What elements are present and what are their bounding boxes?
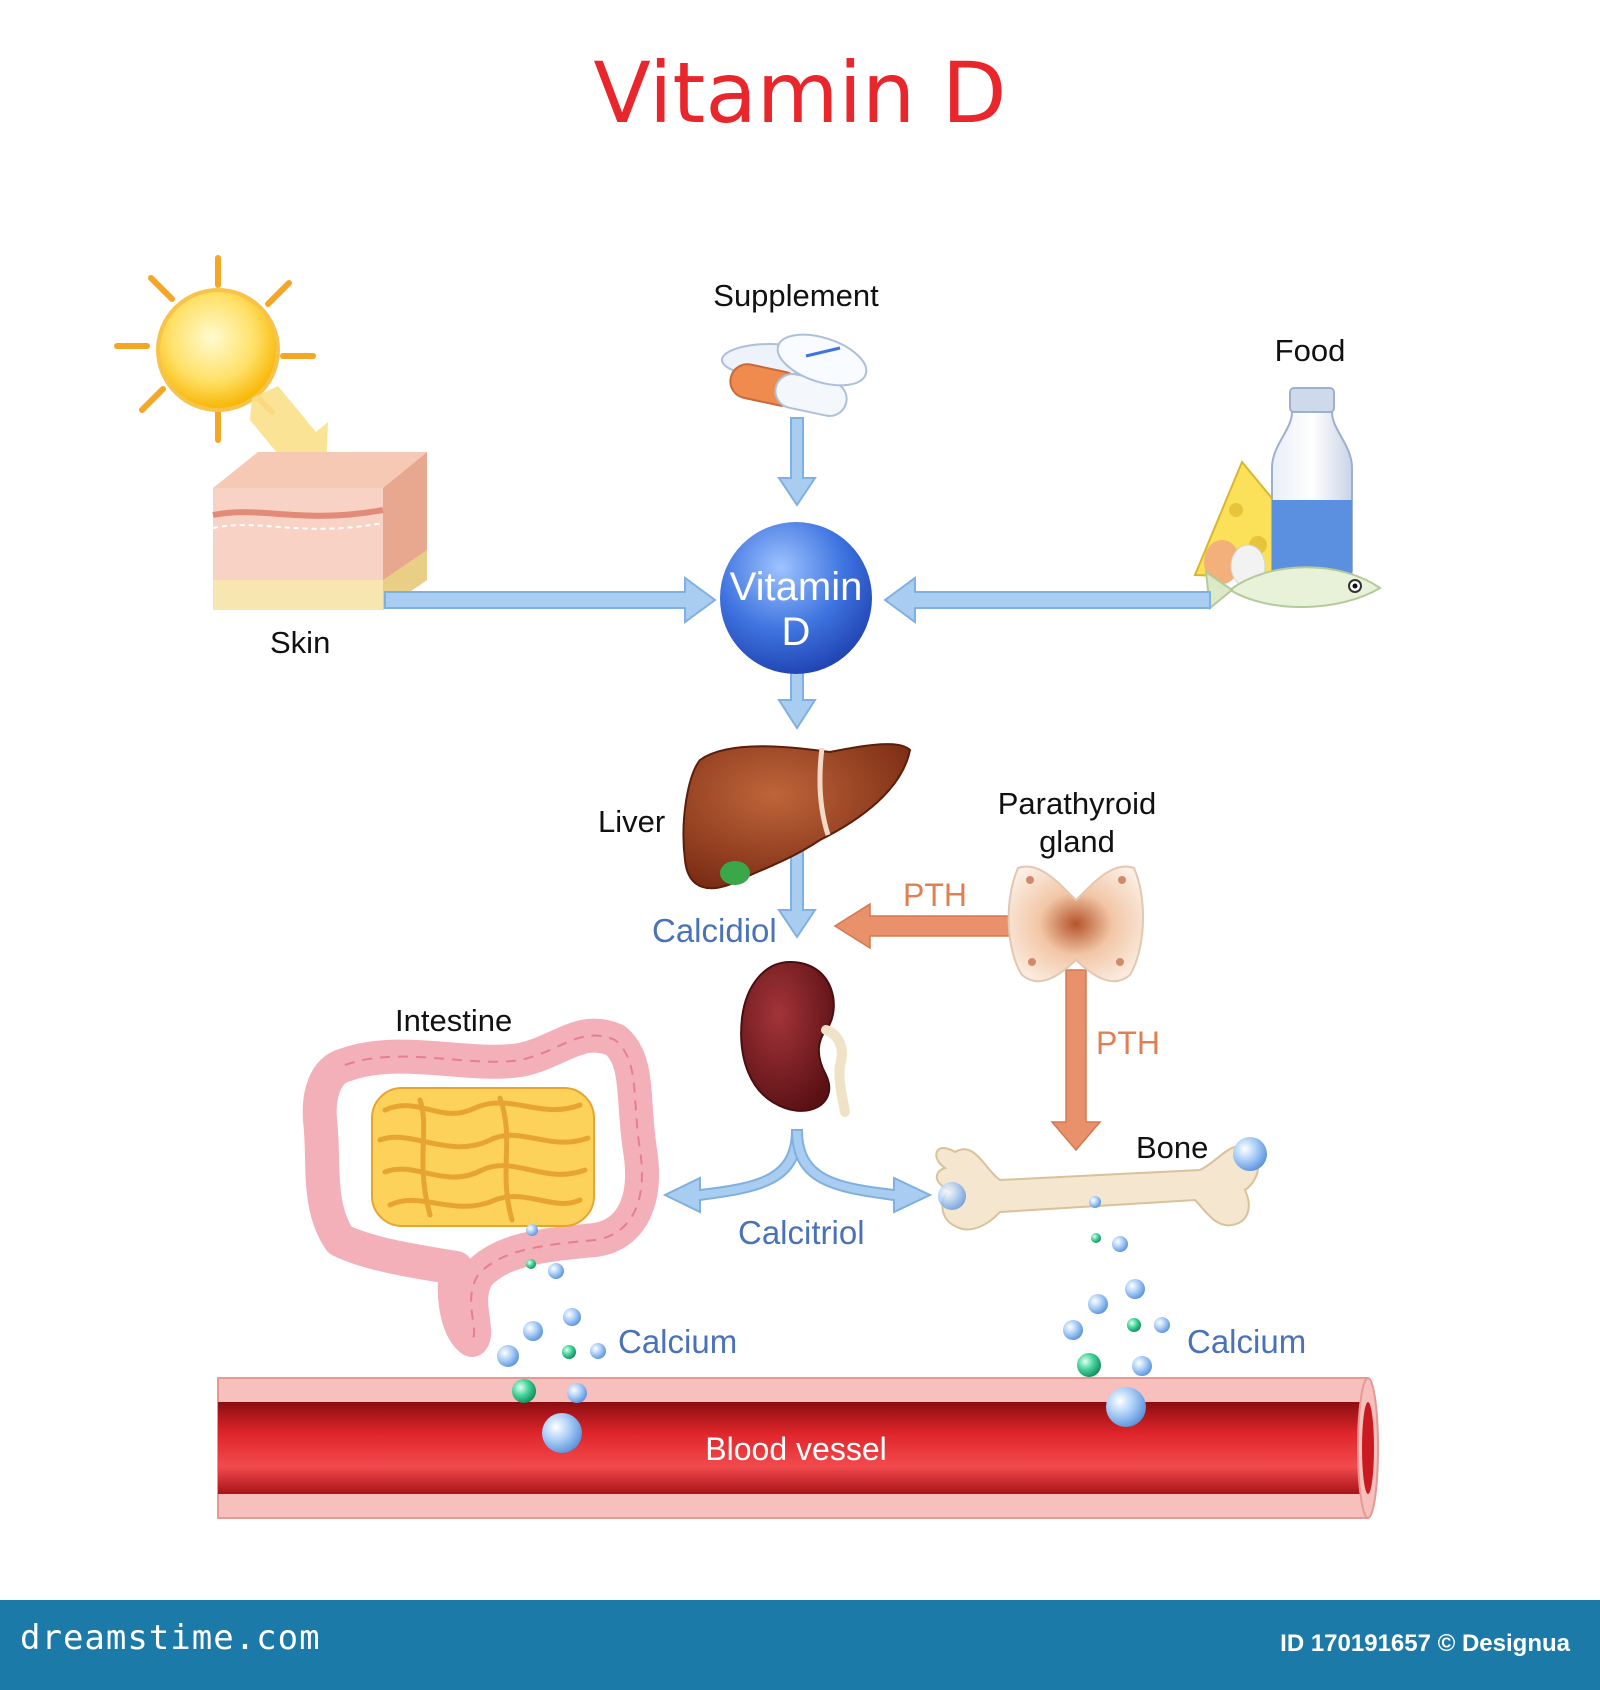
vitamin-d-node: Vitamin D — [720, 522, 872, 674]
calcitriol-label: Calcitriol — [738, 1214, 865, 1251]
bone-illustration — [935, 1137, 1267, 1231]
flow-arrows — [384, 417, 1211, 1214]
vitamin-d-node-label-line2: D — [782, 610, 811, 654]
calcidiol-label: Calcidiol — [652, 912, 777, 949]
vitamin-d-diagram: Vitamin D Skin Supplement — [114, 44, 1382, 1519]
liver-label: Liver — [598, 804, 665, 839]
arrow-vitamin-d-to-liver — [777, 671, 817, 730]
arrow-kidney-to-bone — [790, 1129, 933, 1214]
blood-vessel: Blood vessel — [217, 1377, 1379, 1519]
calcium-label-right: Calcium — [1187, 1323, 1306, 1360]
supplement-pills-icon — [721, 333, 868, 417]
brand-watermark: dreamstime.com — [20, 1618, 321, 1658]
parathyroid-label-line1: Parathyroid — [998, 786, 1157, 821]
liver-illustration — [682, 743, 912, 890]
skin-illustration — [212, 452, 427, 610]
arrow-skin-to-vitamin-d — [384, 576, 717, 624]
vitamin-d-node-label-line1: Vitamin — [730, 565, 863, 609]
food-illustration — [1193, 387, 1382, 610]
arrow-kidney-to-intestine — [662, 1129, 804, 1214]
supplement-label: Supplement — [713, 278, 879, 313]
arrow-liver-to-calcidiol — [777, 839, 817, 939]
bone-label: Bone — [1136, 1130, 1208, 1165]
footer-bar: dreamstime.com ID 170191657 © Designua — [0, 1600, 1600, 1690]
image-credit: ID 170191657 © Designua — [1280, 1630, 1570, 1657]
sun-icon — [114, 255, 328, 478]
arrow-food-to-vitamin-d — [883, 576, 1211, 624]
intestine-illustration — [302, 1018, 659, 1357]
calcium-label-left: Calcium — [618, 1323, 737, 1360]
calcium-particles-left — [497, 1224, 606, 1453]
pth-label-down: PTH — [1096, 1025, 1160, 1061]
pth-label-left: PTH — [903, 877, 967, 913]
parathyroid-gland-illustration — [1007, 865, 1145, 983]
arrow-pth-to-kidney — [833, 902, 1011, 950]
parathyroid-label-line2: gland — [1039, 824, 1115, 859]
skin-label: Skin — [270, 625, 330, 660]
calcium-particles-right — [1063, 1196, 1170, 1427]
food-label: Food — [1275, 333, 1346, 368]
pth-arrows — [833, 902, 1102, 1152]
intestine-label: Intestine — [395, 1003, 512, 1038]
kidney-illustration — [740, 960, 850, 1117]
arrow-supplement-to-vitamin-d — [777, 417, 817, 507]
arrow-pth-to-bone — [1050, 969, 1102, 1152]
blood-vessel-label: Blood vessel — [705, 1431, 886, 1467]
page-title: Vitamin D — [593, 44, 1006, 142]
